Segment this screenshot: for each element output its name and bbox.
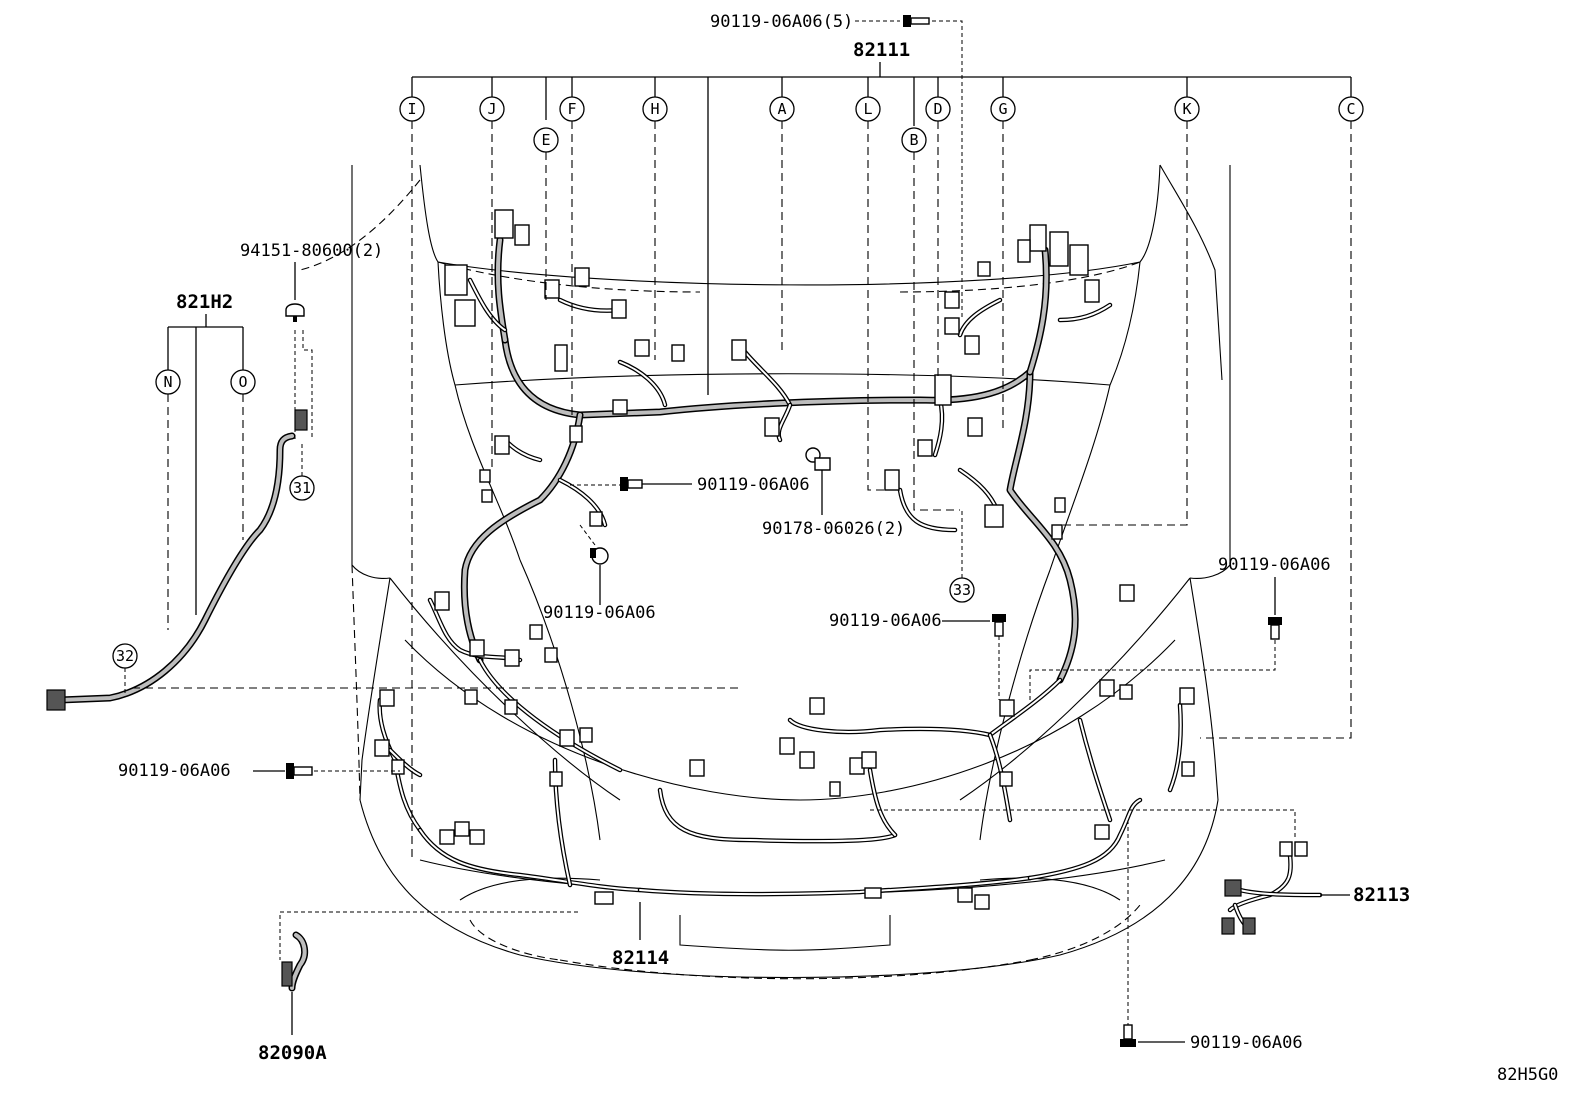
top-callouts: I J E F H A L (399, 96, 1364, 860)
far-left-bolt-callout: 90119-06A06 (118, 761, 400, 781)
svg-text:N: N (163, 373, 172, 391)
ref-33-callout: 33 (949, 510, 975, 603)
svg-text:L: L (863, 100, 872, 118)
svg-text:E: E (541, 131, 550, 149)
svg-text:O: O (238, 373, 247, 391)
small-harness-82090a: 82090A (258, 911, 578, 1064)
svg-text:D: D (933, 100, 942, 118)
callout-i: I (399, 96, 425, 860)
callout-g: G (990, 96, 1016, 430)
bolt-icon (620, 477, 643, 491)
bolt-icon (1268, 617, 1282, 640)
callout-d: D (925, 96, 951, 380)
svg-text:C: C (1346, 100, 1355, 118)
bolt-icon (590, 547, 609, 565)
svg-text:31: 31 (293, 479, 311, 497)
main-harness-label: 82111 (853, 39, 910, 61)
bolt-center-label: 90119-06A06 (697, 475, 810, 495)
bolt-icon (286, 763, 313, 779)
callout-j: J (479, 96, 505, 470)
svg-text:H: H (650, 100, 659, 118)
left-lower-bolt-callout: 90119-06A06 (543, 524, 656, 623)
side-harness-821h2: 821H2 N O 32 94151-80600(2) 31 (46, 241, 740, 711)
fog-harness-82113: 82113 (870, 809, 1410, 935)
side-harness-label: 821H2 (176, 291, 233, 313)
bolt-icon (903, 15, 930, 27)
fog-harness-label: 82113 (1353, 884, 1410, 906)
clamp-callout: 90178-06026(2) (762, 457, 905, 539)
small-harness-label: 82090A (258, 1042, 327, 1064)
callout-c: C (1200, 96, 1364, 739)
top-bolt-label: 90119-06A06(5) (710, 12, 853, 32)
vehicle-body-outline (299, 164, 1231, 980)
callout-l: L (855, 96, 895, 491)
svg-text:G: G (998, 100, 1007, 118)
bumper-harness-label: 82114 (612, 947, 669, 969)
bolt-right-label: 90119-06A06 (1218, 555, 1331, 575)
bolt-mid-right-label: 90119-06A06 (829, 611, 942, 631)
bumper-harness-callout: 82114 (612, 902, 669, 969)
callout-f: F (559, 96, 585, 420)
main-harness-callout: 82111 90119-06A06(5) (411, 12, 1352, 395)
svg-text:32: 32 (116, 647, 134, 665)
svg-text:J: J (487, 100, 496, 118)
svg-text:33: 33 (953, 581, 971, 599)
clamp-label: 90178-06026(2) (762, 519, 905, 539)
figure-code: 82H5G0 (1497, 1065, 1558, 1085)
callout-k: K (1060, 96, 1200, 526)
svg-text:F: F (567, 100, 576, 118)
engine-harness-82111 (444, 209, 1113, 684)
callout-h: H (642, 96, 668, 360)
bottom-bolt-callout: 90119-06A06 (1120, 820, 1303, 1053)
svg-text:I: I (407, 100, 416, 118)
callout-a: A (769, 96, 795, 355)
bolt-far-left-label: 90119-06A06 (118, 761, 231, 781)
mid-right-bolt-callout: 90119-06A06 (829, 611, 1006, 700)
center-bolt-callout: 90119-06A06 (570, 475, 810, 495)
callout-e: E (533, 127, 559, 300)
svg-text:A: A (777, 100, 786, 118)
svg-text:K: K (1182, 100, 1191, 118)
svg-text:B: B (909, 131, 918, 149)
bolt-bottom-label: 90119-06A06 (1190, 1033, 1303, 1053)
right-bolt-callout: 90119-06A06 (1029, 555, 1331, 700)
clip-icon (285, 303, 305, 322)
bolt-icon (1120, 1024, 1136, 1047)
bumper-harness-82114 (374, 584, 1195, 910)
callout-b: B (901, 127, 960, 511)
bolt-icon (992, 614, 1006, 637)
bolt-left-lower-label: 90119-06A06 (543, 603, 656, 623)
side-clip-label: 94151-80600(2) (240, 241, 383, 261)
